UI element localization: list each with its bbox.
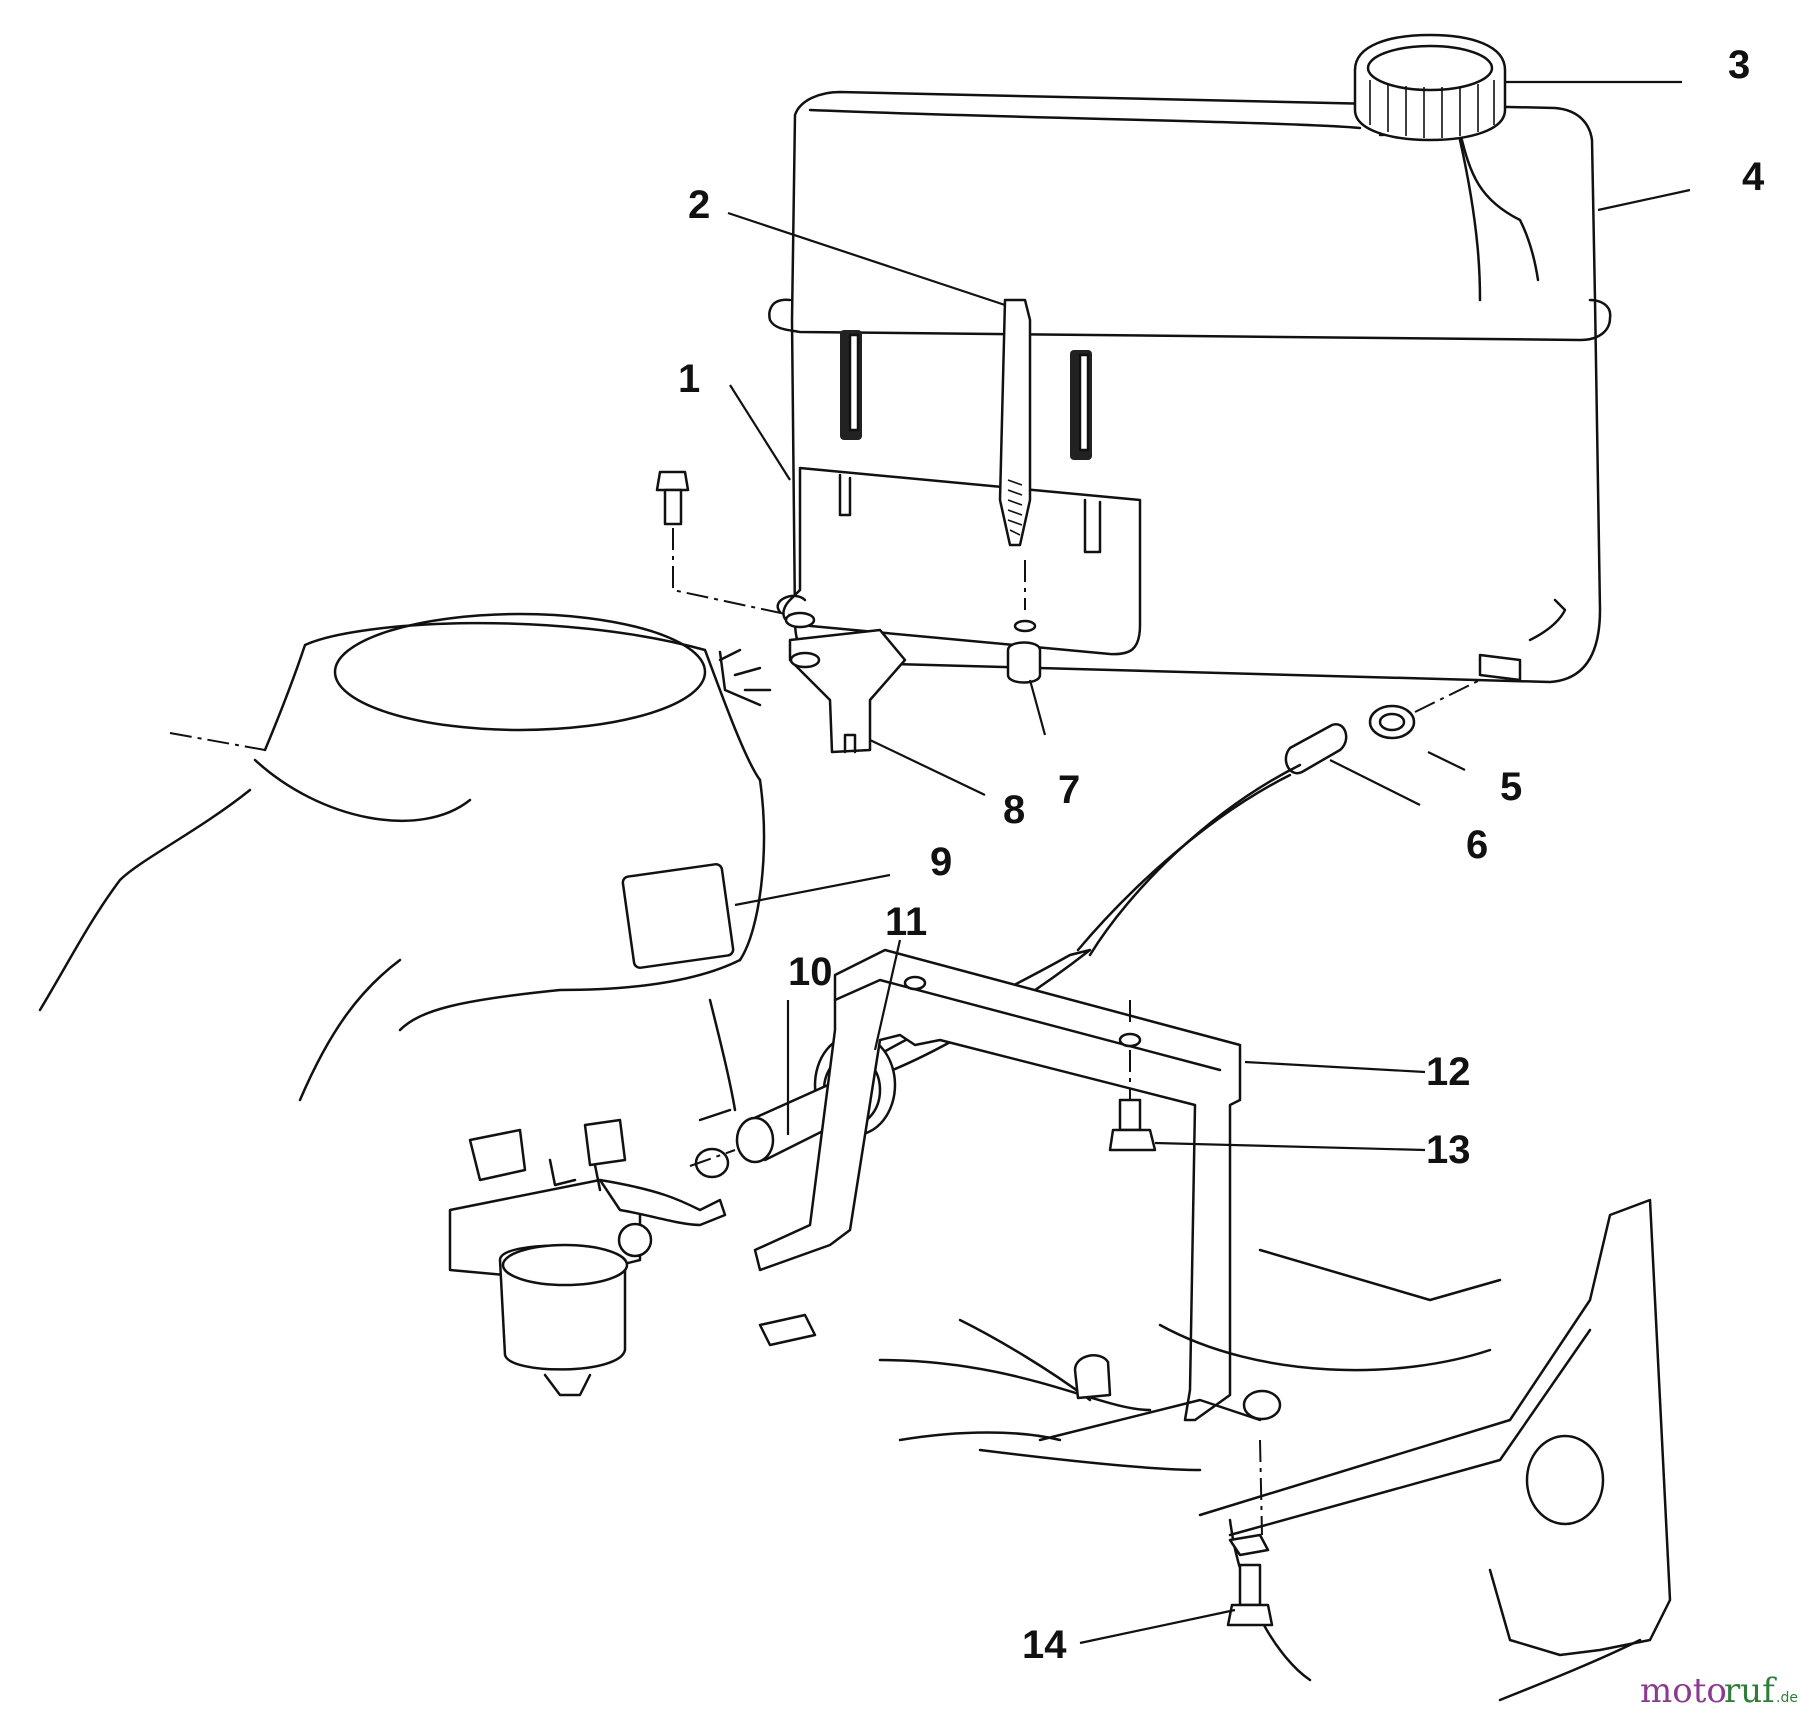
callout-14: 14 — [1022, 1623, 1067, 1667]
mower-chassis — [878, 1198, 1672, 1702]
tank-strap — [998, 298, 1032, 547]
callout-3: 3 — [1728, 43, 1750, 87]
watermark-part2: ruf — [1724, 1671, 1777, 1711]
callout-13: 13 — [1426, 1128, 1471, 1172]
callout-2: 2 — [688, 183, 710, 227]
callout-5: 5 — [1500, 765, 1522, 809]
watermark-part1: moto — [1640, 1671, 1727, 1711]
callout-8: 8 — [1003, 788, 1025, 832]
decal — [621, 863, 735, 969]
tank-bracket — [776, 466, 1142, 656]
bolt — [1108, 1000, 1157, 1152]
callout-1: 1 — [678, 357, 700, 401]
support-frame — [753, 948, 1282, 1422]
bottom-bolt — [1226, 1563, 1274, 1627]
nut — [1006, 641, 1042, 684]
callout-10: 10 — [788, 950, 833, 994]
carburetor — [448, 1118, 727, 1397]
mounting-screw — [655, 470, 1026, 616]
callout-12: 12 — [1426, 1050, 1471, 1094]
leader-lines — [727, 80, 1691, 1645]
watermark-logo: moto ruf .de — [1640, 1671, 1798, 1711]
callout-11: 11 — [885, 900, 927, 944]
callout-7: 7 — [1058, 768, 1080, 812]
engine-shroud — [38, 612, 766, 1122]
callout-9: 9 — [930, 840, 952, 884]
callout-labels: 1 2 3 4 5 6 7 8 9 10 11 12 13 14 — [678, 43, 1765, 1667]
spacer-bracket — [718, 628, 907, 754]
fuel-cap — [1353, 33, 1507, 142]
watermark-suffix: .de — [1776, 1690, 1798, 1706]
callout-4: 4 — [1742, 155, 1765, 199]
callout-6: 6 — [1466, 823, 1488, 867]
